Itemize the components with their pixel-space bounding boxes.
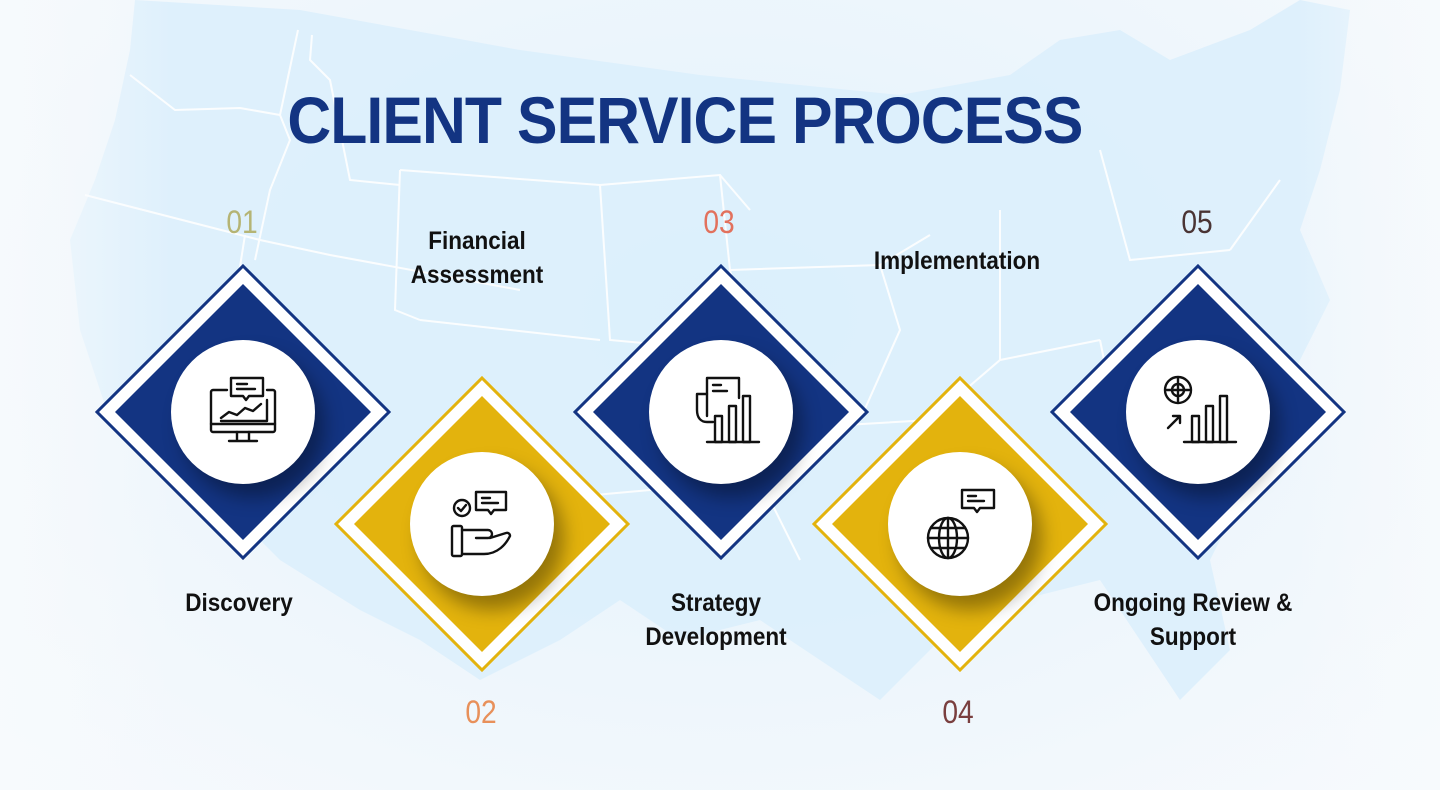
step-label-line: Development	[645, 623, 787, 651]
globe-chat-icon	[926, 488, 996, 560]
step-number-05: 05	[1181, 204, 1213, 240]
icon-circle	[410, 452, 554, 596]
step-number-03: 03	[703, 204, 735, 240]
icon-circle	[1126, 340, 1270, 484]
step-diamond-03	[573, 264, 869, 560]
icon-circle	[649, 340, 793, 484]
step-label-line: Assessment	[410, 261, 544, 289]
step-diamond-01	[95, 264, 391, 560]
page-title: CLIENT SERVICE PROCESS	[287, 83, 1083, 157]
icon-circle	[171, 340, 315, 484]
step-label-line: Strategy	[670, 589, 762, 617]
step-label-strategy-development: Strategy Development	[590, 586, 842, 654]
step-label-line: Financial	[428, 227, 526, 255]
step-diamond-04	[812, 376, 1108, 672]
step-diamond-02	[334, 376, 630, 672]
step-number-04: 04	[942, 694, 974, 730]
step-label-financial-assessment: Financial Assessment	[351, 224, 603, 292]
step-label-line: Support	[1149, 623, 1237, 651]
step-diamond-05	[1050, 264, 1346, 560]
step-label-discovery: Discovery	[113, 586, 365, 620]
icon-circle	[888, 452, 1032, 596]
step-label-text: Discovery	[185, 589, 293, 617]
step-number-01: 01	[226, 204, 258, 240]
step-label-ongoing-review-support: Ongoing Review & Support	[1067, 586, 1319, 654]
document-bar-chart-icon	[695, 376, 761, 444]
step-label-implementation: Implementation	[831, 244, 1083, 278]
step-label-text: Implementation	[873, 247, 1041, 275]
target-growth-chart-icon	[1163, 375, 1238, 444]
step-label-line: Ongoing Review &	[1093, 589, 1293, 617]
hand-check-chat-icon	[450, 490, 512, 558]
step-number-02: 02	[465, 694, 497, 730]
monitor-chart-chat-icon	[209, 376, 277, 443]
